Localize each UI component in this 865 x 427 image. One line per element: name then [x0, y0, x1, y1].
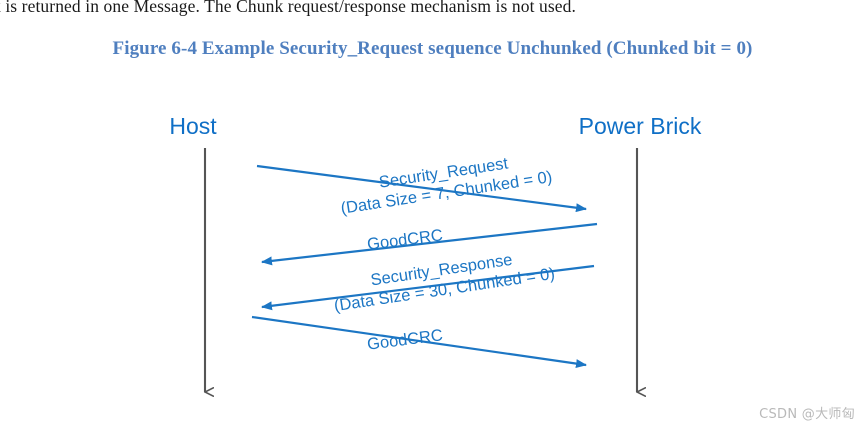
participant-label-host: Host	[169, 113, 217, 139]
message-arrow-goodcrc-2	[251, 315, 587, 369]
figure-caption: Figure 6-4 Example Security_Request sequ…	[112, 38, 753, 59]
message-arrow-security-response	[261, 264, 595, 311]
csdn-watermark: CSDN @大师匈	[759, 407, 855, 422]
message-arrow-goodcrc-1	[261, 222, 598, 266]
message-arrow-security-request	[256, 164, 587, 213]
document-body-text: k is returned in one Message. The Chunk …	[0, 0, 576, 16]
participant-label-power-brick: Power Brick	[578, 113, 702, 139]
